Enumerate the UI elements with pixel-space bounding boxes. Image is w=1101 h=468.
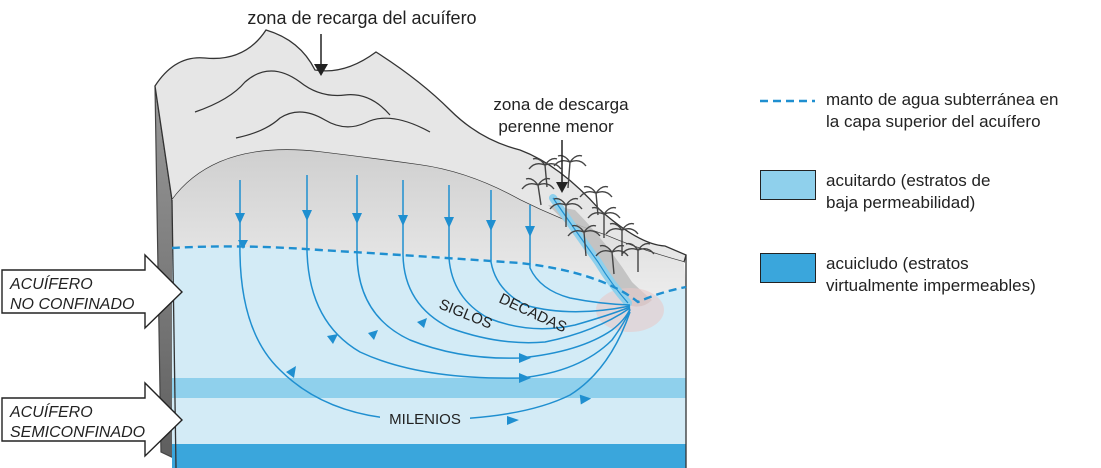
milenios-label: MILENIOS <box>389 411 461 428</box>
unconfined-aquifer <box>172 246 686 468</box>
legend-aquiclude-swatch <box>760 253 816 283</box>
ridge-line <box>235 111 431 139</box>
milenios-label-bg <box>380 409 470 429</box>
legend-aquitard-swatch <box>760 170 816 200</box>
aquiclude-layer <box>172 444 686 468</box>
flow-line <box>356 175 631 359</box>
flow-line <box>306 175 631 379</box>
flow-line <box>490 190 631 313</box>
flow-lines <box>239 175 631 421</box>
aquitard-layer <box>172 378 686 398</box>
discharge-zone-label-1: zona de descarga <box>493 95 629 114</box>
recharge-zone-label: zona de recarga del acuífero <box>247 8 476 28</box>
ridge-line <box>194 70 391 116</box>
water-table-line <box>171 245 687 304</box>
unconfined-label-2: NO CONFINADO <box>10 296 134 313</box>
legend-water-table-text: manto de agua subterránea en la capa sup… <box>826 90 1059 131</box>
discharge-zone-label-2: perenne menor <box>498 117 614 136</box>
palm-trees <box>521 154 655 275</box>
semiconfined-callout <box>1 381 183 458</box>
unconfined-label-1: ACUÍFERO <box>9 274 93 293</box>
unsaturated-zone <box>172 149 686 300</box>
flow-line <box>448 185 631 330</box>
flow-line <box>529 205 631 306</box>
flow-arrowheads <box>235 210 592 425</box>
legend-aquitard-text: acuitardo (estratos de baja permeabilida… <box>826 171 991 212</box>
legend-aquiclude-text: acuicludo (estratos virtualmente imperme… <box>826 254 1036 295</box>
unconfined-callout <box>1 253 183 330</box>
flow-line <box>402 180 631 344</box>
semiconfined-label-1: ACUÍFERO <box>9 402 93 421</box>
semiconfined-label-2: SEMICONFINADO <box>10 424 145 441</box>
